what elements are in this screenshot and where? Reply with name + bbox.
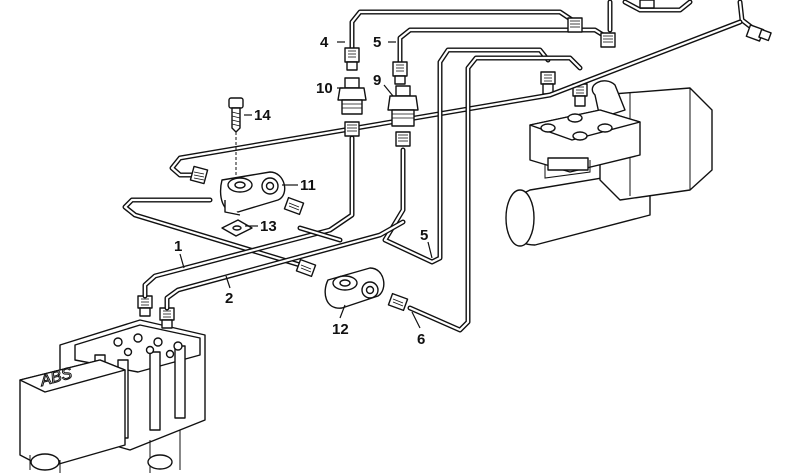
callout-1: 1 bbox=[174, 238, 182, 255]
callout-11: 11 bbox=[300, 177, 316, 194]
abs-hydraulic-unit: ABS bbox=[19, 295, 206, 473]
banjo-block-11 bbox=[219, 171, 286, 216]
fitting-far-right bbox=[745, 24, 772, 42]
fitting-6 bbox=[387, 292, 409, 312]
callout-6: 6 bbox=[417, 331, 425, 348]
fitting-upper-c bbox=[639, 0, 655, 9]
callout-2: 2 bbox=[225, 290, 233, 307]
abs-fitting-2 bbox=[159, 307, 175, 329]
callout-10: 10 bbox=[316, 80, 333, 97]
callout-5: 5 bbox=[420, 227, 428, 244]
callout-3: 4 bbox=[320, 34, 329, 51]
master-cylinder-assembly bbox=[505, 71, 713, 247]
callout-9: 9 bbox=[373, 72, 381, 89]
callout-4: 5 bbox=[373, 34, 381, 51]
abs-fitting-1 bbox=[137, 295, 153, 317]
callout-12: 12 bbox=[332, 321, 349, 338]
adapter-9 bbox=[387, 85, 419, 147]
washer-13 bbox=[221, 219, 253, 237]
fitting-upper-b bbox=[600, 32, 616, 48]
callout-14: 14 bbox=[254, 107, 271, 124]
fitting-4 bbox=[392, 61, 408, 85]
leader-lines bbox=[179, 41, 433, 329]
bolt-14 bbox=[228, 97, 244, 180]
banjo-block-12 bbox=[324, 267, 385, 309]
adapter-10 bbox=[337, 77, 367, 137]
fitting-3 bbox=[344, 47, 360, 71]
callout-labels: 4 5 10 9 14 11 13 1 2 5 12 6 bbox=[174, 34, 428, 348]
fitting-upper-a bbox=[567, 17, 583, 33]
brake-lines bbox=[122, 0, 758, 333]
callout-13: 13 bbox=[260, 218, 277, 235]
fitting-right-of-11 bbox=[283, 196, 305, 216]
fitting-left-of-12 bbox=[295, 258, 317, 278]
fitting-near-11 bbox=[189, 165, 209, 185]
